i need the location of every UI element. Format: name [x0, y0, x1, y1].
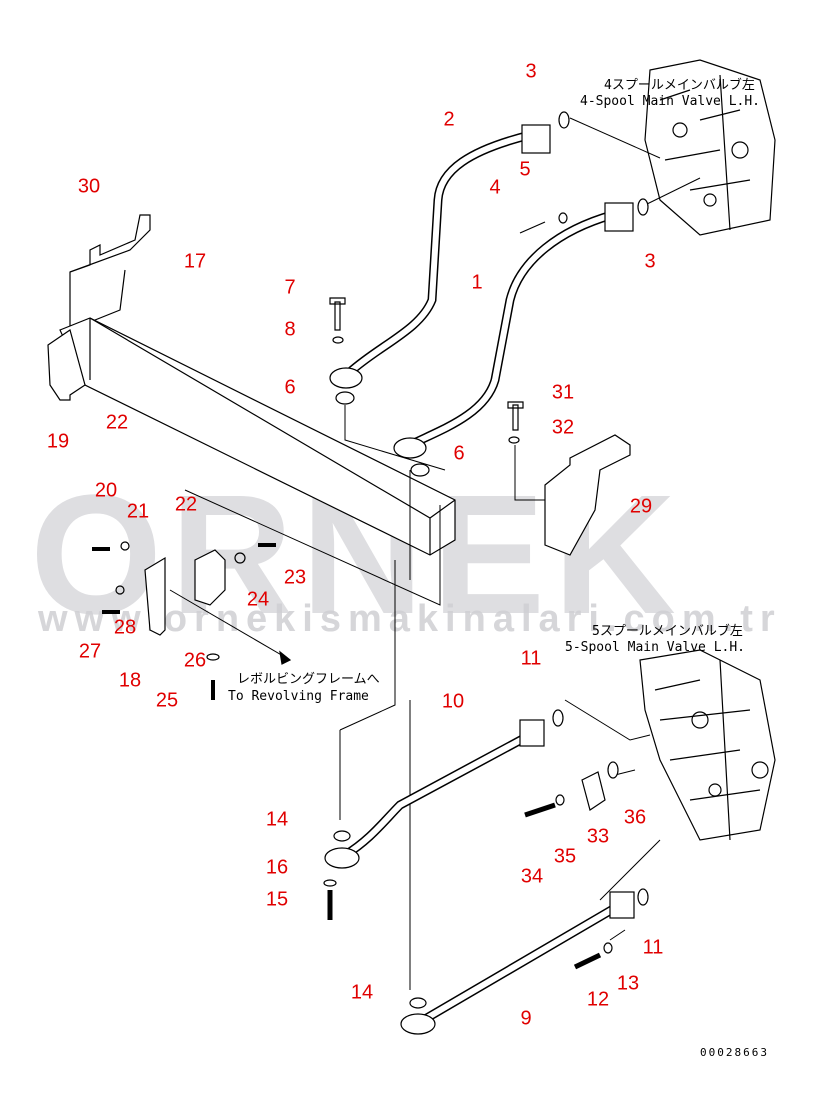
callout: 25 — [155, 689, 179, 712]
frame-label-en: To Revolving Frame — [228, 689, 369, 704]
callout: 15 — [265, 888, 289, 911]
callout: 22 — [105, 411, 129, 434]
callout: 34 — [520, 865, 544, 888]
frame-17 — [47, 317, 456, 556]
callout: 13 — [616, 972, 640, 995]
callout: 23 — [283, 566, 307, 589]
valve-5-label-jp: 5スプールメインバルブ左 — [592, 624, 743, 639]
callout: 7 — [284, 276, 296, 299]
callout: 4 — [489, 176, 501, 199]
callout: 8 — [284, 318, 296, 341]
callout: 10 — [441, 690, 465, 713]
callout: 20 — [94, 479, 118, 502]
callout: 6 — [284, 376, 296, 399]
callout: 22 — [174, 493, 198, 516]
callout: 24 — [246, 588, 270, 611]
callout: 31 — [551, 381, 575, 404]
valve-4-label-jp: 4スプールメインバルブ左 — [604, 78, 755, 93]
callout: 3 — [525, 60, 537, 83]
callout: 1 — [471, 271, 483, 294]
callout: 19 — [46, 430, 70, 453]
callout: 14 — [350, 981, 374, 1004]
callout: 14 — [265, 808, 289, 831]
main-valve-4-sketch — [644, 59, 776, 236]
callout: 12 — [586, 988, 610, 1011]
pipe-1 — [393, 202, 634, 459]
callout: 11 — [520, 647, 542, 670]
pipe-2 — [329, 124, 551, 389]
bracket-22 — [194, 549, 226, 606]
main-valve-5-sketch — [639, 649, 776, 841]
callout: 26 — [183, 649, 207, 672]
callout: 33 — [586, 825, 610, 848]
callout: 2 — [443, 108, 455, 131]
callout: 27 — [78, 640, 102, 663]
callout: 29 — [629, 495, 653, 518]
bracket-29 — [544, 434, 631, 556]
callout: 5 — [519, 158, 531, 181]
callout: 21 — [126, 500, 150, 523]
pipe-10 — [324, 719, 545, 869]
callout: 30 — [77, 175, 101, 198]
callout: 35 — [553, 845, 577, 868]
callout: 3 — [644, 250, 656, 273]
bracket-30 — [69, 214, 151, 331]
drawing-number: 00028663 — [700, 1046, 769, 1059]
callout: 32 — [551, 416, 575, 439]
callout: 9 — [520, 1007, 532, 1030]
frame-label-jp: レボルビングフレームへ — [237, 672, 380, 687]
pipe-9 — [400, 891, 635, 1035]
valve-5-label-en: 5-Spool Main Valve L.H. — [565, 640, 746, 655]
callout: 18 — [118, 669, 142, 692]
callout: 28 — [113, 616, 137, 639]
callout: 11 — [642, 936, 664, 959]
valve-4-label-en: 4-Spool Main Valve L.H. — [580, 94, 761, 109]
callout: 16 — [265, 856, 289, 879]
callout: 17 — [183, 250, 207, 273]
callout: 36 — [623, 806, 647, 829]
callout: 6 — [453, 442, 465, 465]
bracket-18 — [144, 556, 166, 636]
